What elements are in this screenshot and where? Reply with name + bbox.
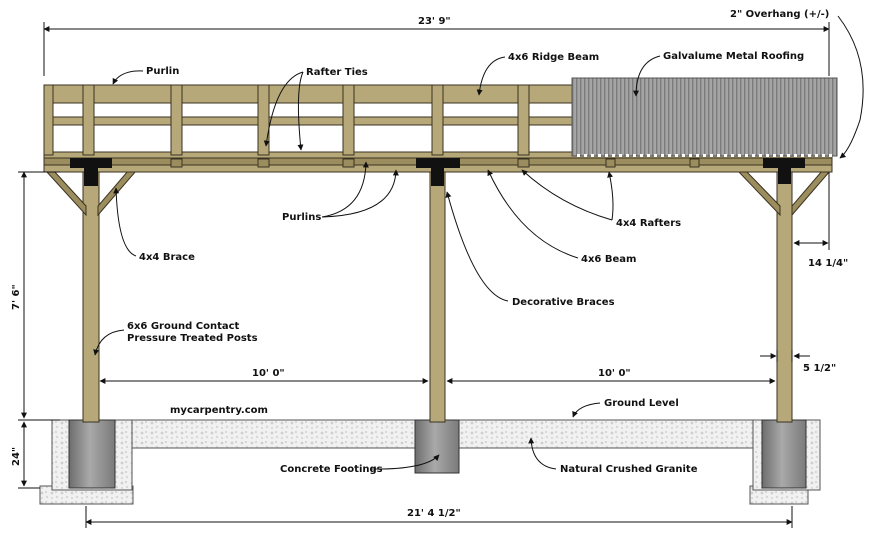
- footing-left: [68, 419, 116, 489]
- roof-fastener: [780, 154, 783, 157]
- roof-fastener: [794, 154, 797, 157]
- roof-fastener: [773, 154, 776, 157]
- roof-fastener: [647, 154, 650, 157]
- dim-span-right: 10' 0": [598, 368, 631, 379]
- footing-right: [761, 419, 807, 489]
- roof-fastener: [724, 154, 727, 157]
- dim-post-width: 5 1/2": [803, 363, 836, 374]
- roof-fastener: [654, 154, 657, 157]
- roof-fastener: [682, 154, 685, 157]
- label-posts-line1: 6x6 Ground Contact: [127, 321, 240, 332]
- roof-fastener: [752, 154, 755, 157]
- dim-height: 7' 6": [11, 284, 22, 310]
- roof-fastener: [689, 154, 692, 157]
- roof-fastener: [745, 154, 748, 157]
- roof-fastener: [626, 154, 629, 157]
- roof-fastener: [822, 154, 825, 157]
- dim-brace-offset: 14 1/4": [808, 258, 848, 269]
- roof-fastener: [612, 154, 615, 157]
- label-source: mycarpentry.com: [170, 405, 268, 416]
- roof-fastener: [801, 154, 804, 157]
- roof-fastener: [710, 154, 713, 157]
- label-brace: 4x4 Brace: [139, 252, 195, 263]
- label-roofing: Galvalume Metal Roofing: [663, 51, 804, 62]
- rafter-ties: [170, 158, 700, 168]
- roof-fastener: [633, 154, 636, 157]
- metal-roofing: [571, 77, 838, 157]
- ridge-beam: [43, 84, 577, 104]
- label-overhang: 2" Overhang (+/-): [730, 9, 829, 20]
- label-posts-line2: Pressure Treated Posts: [127, 333, 258, 344]
- roof-fastener: [668, 154, 671, 157]
- footing-middle: [414, 419, 460, 474]
- roof-fastener: [696, 154, 699, 157]
- leaders: [93, 15, 864, 470]
- label-beam: 4x6 Beam: [581, 254, 636, 265]
- roof-fastener: [661, 154, 664, 157]
- post-middle: [429, 171, 446, 423]
- roof-fastener: [703, 154, 706, 157]
- roof-fastener: [619, 154, 622, 157]
- posts: [82, 171, 793, 423]
- roof-fastener: [766, 154, 769, 157]
- roof-fastener: [717, 154, 720, 157]
- roof-fastener: [731, 154, 734, 157]
- label-granite: Natural Crushed Granite: [560, 464, 698, 475]
- roof-fastener: [591, 154, 594, 157]
- roof-fasteners: [577, 154, 832, 157]
- roof-fastener: [808, 154, 811, 157]
- roof-fastener: [815, 154, 818, 157]
- labels: Purlin Rafter Ties 4x6 Ridge Beam Galval…: [127, 9, 829, 475]
- label-rafter-ties: Rafter Ties: [306, 67, 368, 78]
- dim-footing-depth: 24": [11, 447, 22, 466]
- roof-fastener: [759, 154, 762, 157]
- roof-fastener: [598, 154, 601, 157]
- roof-fastener: [675, 154, 678, 157]
- dim-overall-top: 23' 9": [418, 16, 451, 27]
- dim-overall-bottom: 21' 4 1/2": [407, 508, 461, 519]
- dimensions: 23' 9" 7' 6" 24" 10' 0" 10' 0" 21' 4 1/2…: [11, 16, 848, 528]
- label-rafters: 4x4 Rafters: [616, 218, 681, 229]
- roof-fastener: [738, 154, 741, 157]
- dim-span-left: 10' 0": [252, 368, 285, 379]
- rafters: [43, 84, 530, 156]
- roof-fastener: [584, 154, 587, 157]
- label-purlins: Purlins: [282, 212, 321, 223]
- label-ground-level: Ground Level: [604, 398, 679, 409]
- roof-fastener: [605, 154, 608, 157]
- roof-fastener: [577, 154, 580, 157]
- roof-fastener: [640, 154, 643, 157]
- purlin-lower: [43, 116, 577, 126]
- roof-fastener: [829, 154, 832, 157]
- roof-fastener: [787, 154, 790, 157]
- label-decorative-braces: Decorative Braces: [512, 297, 615, 308]
- post-brackets: [70, 158, 805, 186]
- label-footings: Concrete Footings: [280, 464, 383, 475]
- label-ridge-beam: 4x6 Ridge Beam: [508, 52, 599, 63]
- label-purlin: Purlin: [146, 66, 179, 77]
